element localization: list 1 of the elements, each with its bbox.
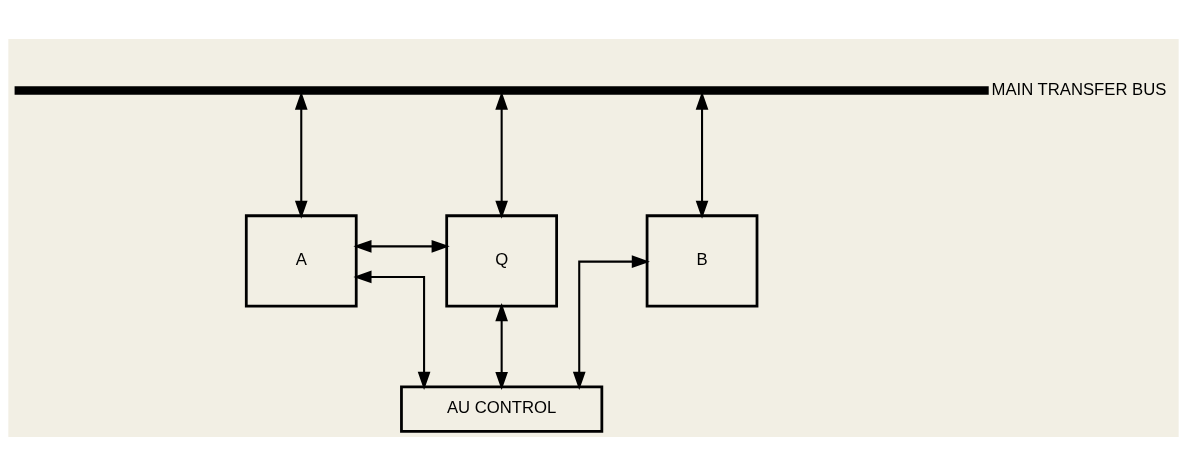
node-label: MAIN TRANSFER BUS xyxy=(991,79,1167,99)
